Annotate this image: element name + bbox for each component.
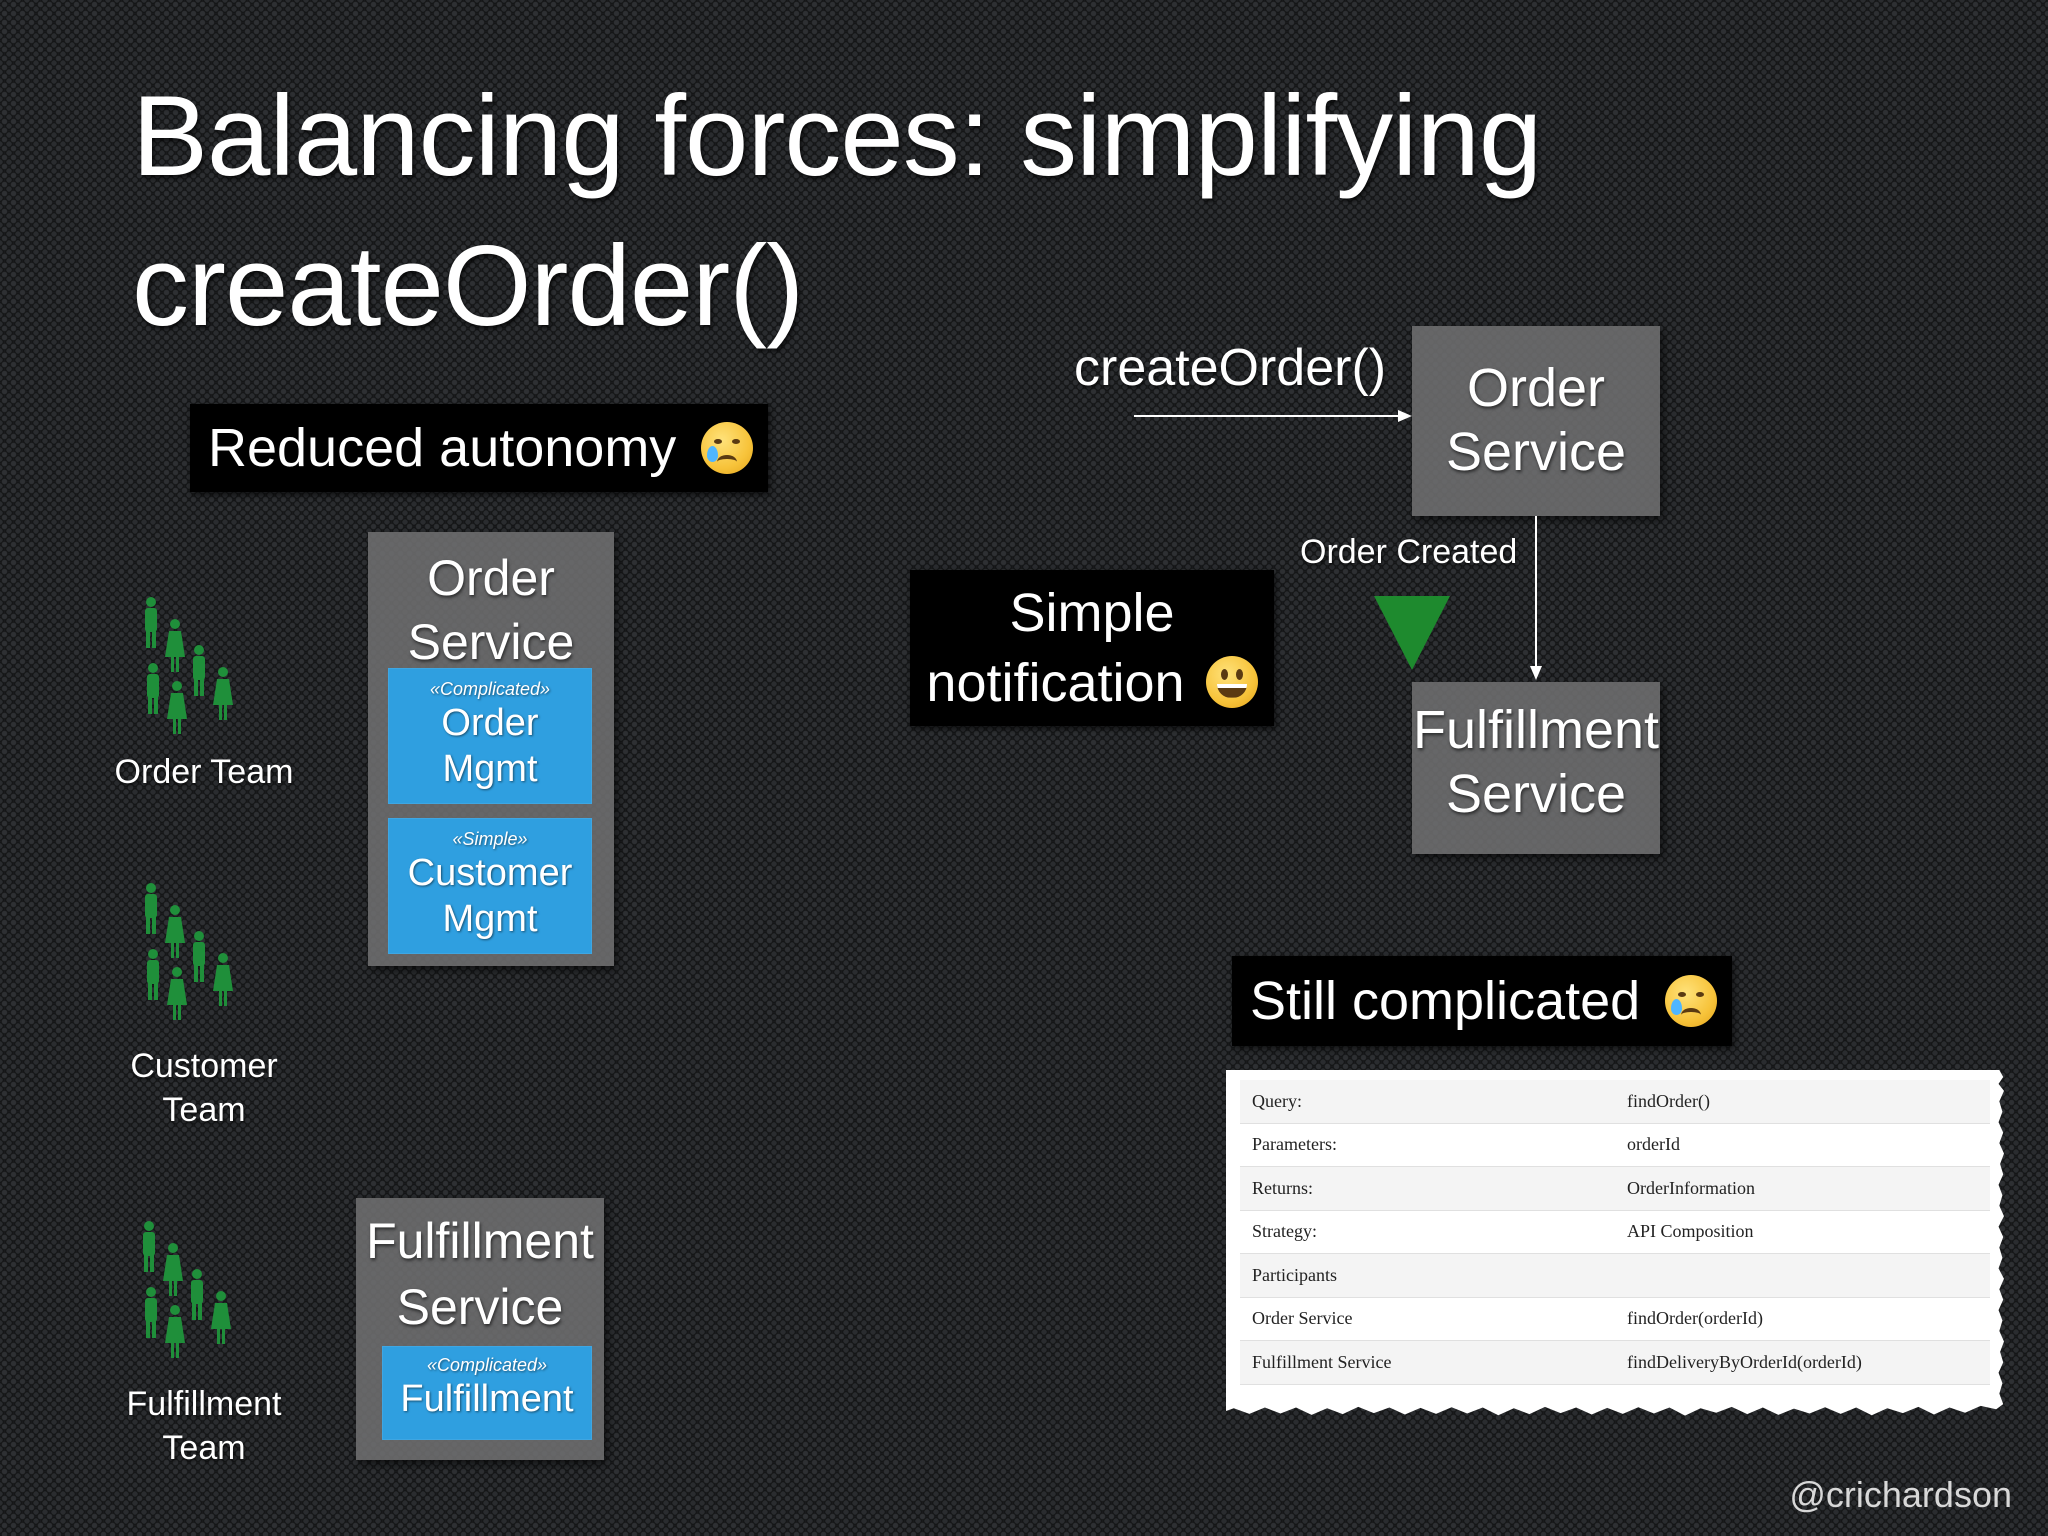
fulfillment-module-stereotype: «Complicated»	[426, 1355, 548, 1375]
fulfillment-service-right-box: Fulfillment Service	[1412, 682, 1660, 854]
order-team-label: Order Team	[114, 753, 294, 791]
table-value-cell: API Composition	[1615, 1210, 1990, 1254]
customer-team-label: Customer Team	[130, 1047, 278, 1129]
table-value-cell: findOrder()	[1615, 1080, 1990, 1124]
table-value-cell: OrderInformation	[1615, 1166, 1990, 1211]
order-service-right-box: Order Service	[1412, 326, 1660, 516]
table-row: Participants	[1240, 1253, 1990, 1298]
still-complicated-label: Still complicated	[1250, 971, 1641, 1031]
order-created-event-label: Order Created	[1300, 533, 1518, 571]
order-created-arrow	[1530, 516, 1542, 680]
still-complicated-callout: Still complicated	[1232, 956, 1732, 1046]
fulfillment-team-label: Fulfillment Team	[126, 1385, 282, 1467]
order-service-title: Order Service	[407, 550, 575, 670]
table-row: Parameters:orderId	[1240, 1123, 1990, 1167]
event-triangle-icon	[1374, 596, 1450, 670]
table-row: Returns:OrderInformation	[1240, 1166, 1990, 1211]
title-line-2: createOrder()	[132, 223, 804, 350]
table-key-cell: Fulfillment Service	[1240, 1340, 1615, 1385]
create-order-call-label: createOrder()	[1074, 339, 1387, 397]
table-key-cell: Participants	[1240, 1253, 1615, 1298]
fulfillment-team-people-icon	[143, 1221, 231, 1358]
title-line-1: Balancing forces: simplifying	[132, 73, 1542, 200]
crying-face-icon	[1665, 974, 1718, 1027]
order-mgmt-stereotype: «Complicated»	[429, 679, 551, 699]
reduced-autonomy-label: Reduced autonomy	[208, 418, 677, 478]
table-value-cell	[1615, 1253, 1990, 1298]
table-row: Query:findOrder()	[1240, 1080, 1990, 1124]
table-row: Strategy:API Composition	[1240, 1210, 1990, 1254]
table-value-cell: findOrder(orderId)	[1615, 1297, 1990, 1341]
table-key-cell: Parameters:	[1240, 1123, 1615, 1167]
table-key-cell: Query:	[1240, 1080, 1615, 1124]
customer-mgmt-stereotype: «Simple»	[452, 829, 528, 849]
fulfillment-service-left-title: Fulfillment Service	[366, 1213, 594, 1335]
crying-face-icon	[701, 421, 754, 474]
slide-title: Balancing forces: simplifying createOrde…	[132, 62, 1932, 362]
table-key-cell: Returns:	[1240, 1166, 1615, 1211]
customer-mgmt-module: «Simple» Customer Mgmt	[388, 818, 592, 954]
table-value-cell: findDeliveryByOrderId(orderId)	[1615, 1340, 1990, 1385]
table-value-cell: orderId	[1615, 1123, 1990, 1167]
simple-notification-callout: Simple notification	[910, 570, 1274, 726]
table-key-cell: Strategy:	[1240, 1210, 1615, 1254]
order-team-people-icon	[145, 597, 233, 734]
fulfillment-module: «Complicated» Fulfillment	[382, 1346, 592, 1440]
table-key-cell: Order Service	[1240, 1297, 1615, 1341]
create-order-arrow	[1134, 410, 1412, 422]
order-mgmt-module: «Complicated» Order Mgmt	[388, 668, 592, 804]
twitter-handle: @crichardson	[1789, 1474, 2012, 1515]
grinning-face-icon	[1205, 655, 1258, 708]
reduced-autonomy-callout: Reduced autonomy	[190, 404, 768, 492]
customer-team-people-icon	[145, 883, 233, 1020]
